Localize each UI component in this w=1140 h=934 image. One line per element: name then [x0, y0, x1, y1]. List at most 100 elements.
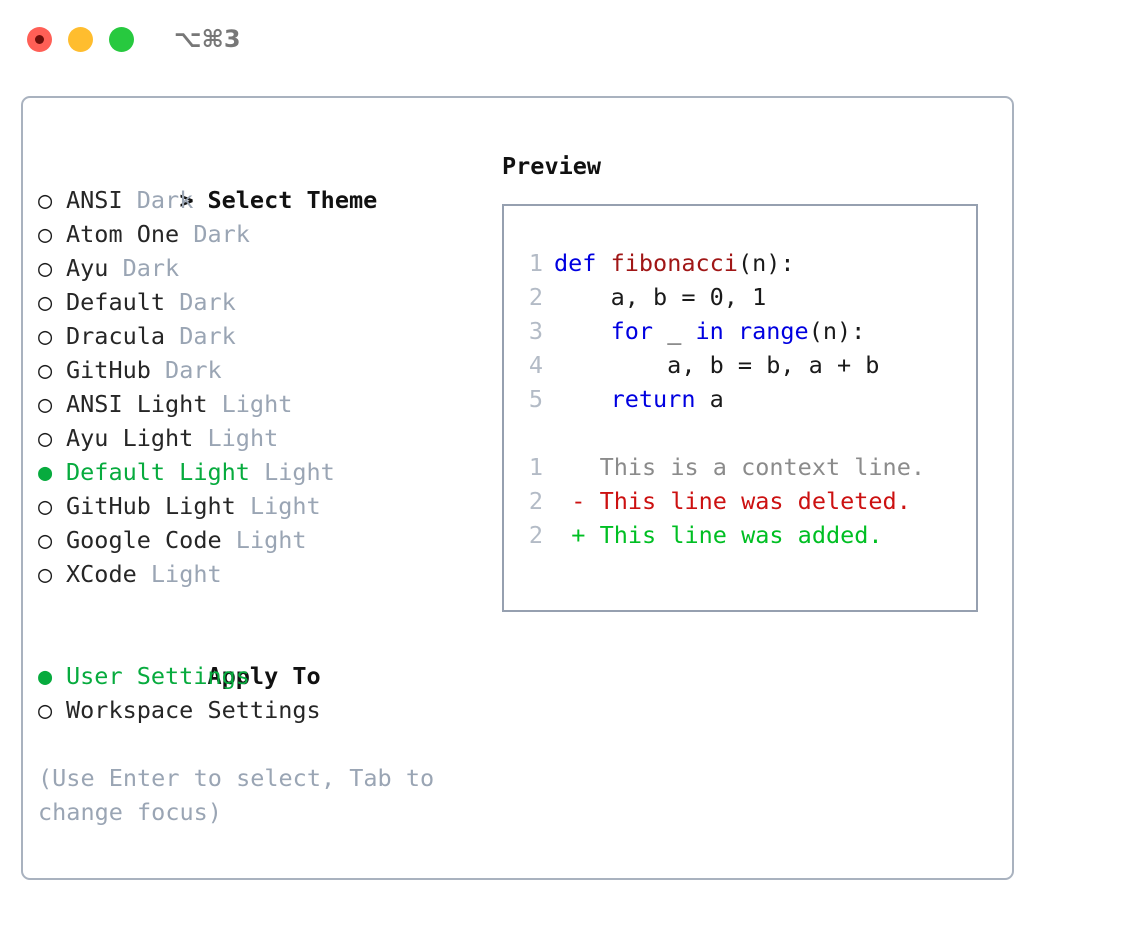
- code-line: 5 return a: [515, 382, 976, 416]
- theme-option-label: GitHub Light: [66, 492, 236, 520]
- diff-line-number: 2: [528, 487, 543, 515]
- code-token: ,: [723, 283, 753, 311]
- apply-to-list: ● User Settings ○ Workspace Settings: [38, 659, 478, 727]
- code-line-number: 3: [528, 317, 543, 345]
- code-token: [596, 249, 610, 277]
- theme-option-default[interactable]: ○Default Dark: [38, 285, 478, 319]
- theme-option-label: Dracula: [66, 322, 166, 350]
- code-token: (n):: [808, 317, 866, 345]
- apply-to-option-workspace-settings[interactable]: ○ Workspace Settings: [38, 693, 478, 727]
- code-token: fibonacci: [610, 249, 738, 277]
- theme-picker-column: >Select Theme ○ANSI Dark○Atom One Dark○A…: [38, 149, 478, 829]
- code-line-number: 4: [528, 351, 543, 379]
- theme-option-category: Light: [207, 424, 279, 452]
- code-line: 2 a, b = 0, 1: [515, 280, 976, 314]
- diff-line-number: 1: [528, 453, 543, 481]
- theme-option-category: Light: [150, 560, 222, 588]
- diff-line-added: 2 + This line was added.: [515, 518, 976, 552]
- code-line-number: 5: [528, 385, 543, 413]
- theme-option-category: Dark: [179, 322, 236, 350]
- radio-unselected-icon: ○: [38, 254, 53, 282]
- theme-option-google-code[interactable]: ○ Google Code Light: [38, 523, 478, 557]
- code-token: 0: [709, 283, 724, 311]
- code-token: [724, 317, 738, 345]
- radio-unselected-icon: ○: [38, 560, 53, 588]
- radio-selected-icon: ●: [38, 662, 53, 690]
- radio-unselected-icon: ○: [38, 526, 53, 554]
- diff-line-text: + This line was added.: [543, 521, 883, 549]
- theme-option-category: Dark: [136, 186, 194, 214]
- theme-picker-header: > Select Theme: [38, 149, 478, 214]
- radio-unselected-icon: ○: [38, 390, 53, 418]
- theme-option-default-light[interactable]: ● Default Light Light: [38, 455, 478, 489]
- theme-option-github-light[interactable]: ○GitHub Light Light: [38, 489, 478, 523]
- theme-option-label: ANSI Light: [66, 390, 208, 418]
- code-token: return: [610, 385, 696, 413]
- theme-option-xcode[interactable]: ○XCode Light: [38, 557, 478, 591]
- diff-line-deleted: 2 - This line was deleted.: [515, 484, 976, 518]
- apply-to-option-user-settings[interactable]: ● User Settings: [38, 659, 478, 693]
- diff-line-number: 2: [528, 521, 543, 549]
- theme-option-ayu-light[interactable]: ○ Ayu Light Light: [38, 421, 478, 455]
- theme-option-category: Dark: [193, 220, 250, 248]
- theme-option-label: ANSI: [66, 186, 123, 214]
- apply-to-option-label: User Settings: [66, 662, 250, 690]
- apply-to-header-label: Apply To: [207, 662, 321, 690]
- code-token: for: [610, 317, 654, 345]
- radio-unselected-icon: ○: [38, 322, 53, 350]
- minimize-button-icon[interactable]: [68, 26, 93, 52]
- theme-picker-header-label: Select Theme: [207, 186, 378, 214]
- theme-option-category: Light: [249, 492, 321, 520]
- diff-line-context: 1 This is a context line.: [515, 450, 976, 484]
- theme-option-ayu[interactable]: ○ Ayu Dark: [38, 251, 478, 285]
- radio-unselected-icon: ○: [38, 424, 53, 452]
- keyboard-shortcut-label: ⌥⌘3: [174, 25, 241, 53]
- preview-title: Preview: [502, 152, 602, 180]
- theme-option-label: Default Light: [66, 458, 250, 486]
- window-titlebar: ⌥⌘3: [0, 0, 1140, 78]
- code-token: [554, 317, 611, 345]
- code-token: (n):: [737, 249, 795, 277]
- radio-unselected-icon: ○: [38, 186, 53, 214]
- code-line: 3 for _ in range(n):: [515, 314, 976, 348]
- radio-unselected-icon: ○: [38, 356, 53, 384]
- apply-to-header: Apply To: [38, 625, 478, 690]
- theme-option-ansi[interactable]: ○ ANSI Dark: [38, 183, 478, 217]
- code-token: def: [554, 249, 597, 277]
- code-token: _: [653, 317, 696, 345]
- radio-unselected-icon: ○: [38, 696, 53, 724]
- theme-option-atom-one[interactable]: ○Atom One Dark: [38, 217, 478, 251]
- zoom-button-icon[interactable]: [109, 26, 134, 52]
- keyboard-hint-text: (Use Enter to select, Tab to change focu…: [38, 764, 435, 826]
- code-token: range: [737, 317, 809, 345]
- theme-option-category: Dark: [122, 254, 180, 282]
- code-token: in: [695, 317, 724, 345]
- theme-option-category: Light: [235, 526, 307, 554]
- radio-selected-icon: ●: [38, 458, 53, 486]
- theme-option-label: Ayu: [66, 254, 109, 282]
- theme-option-ansi-light[interactable]: ○ANSI Light Light: [38, 387, 478, 421]
- theme-option-label: Default: [66, 288, 166, 316]
- diff-line-text: - This line was deleted.: [543, 487, 911, 515]
- code-token: a, b = b, a + b: [554, 351, 880, 379]
- close-button-icon[interactable]: [27, 26, 52, 52]
- header-caret-icon: >: [179, 186, 194, 214]
- theme-option-label: Ayu Light: [66, 424, 194, 452]
- code-line-number: 2: [528, 283, 543, 311]
- theme-option-label: Google Code: [66, 526, 222, 554]
- diff-sample: 1 This is a context line.2 - This line w…: [515, 450, 976, 552]
- list-spacer: [38, 591, 478, 625]
- theme-option-label: GitHub: [66, 356, 151, 384]
- apply-to-option-label: Workspace Settings: [66, 696, 321, 724]
- theme-option-dracula[interactable]: ○ Dracula Dark: [38, 319, 478, 353]
- theme-option-category: Light: [264, 458, 335, 486]
- code-token: 1: [752, 283, 767, 311]
- code-token: [554, 385, 611, 413]
- diff-line-text: This is a context line.: [543, 453, 926, 481]
- theme-option-github[interactable]: ○GitHub Dark: [38, 353, 478, 387]
